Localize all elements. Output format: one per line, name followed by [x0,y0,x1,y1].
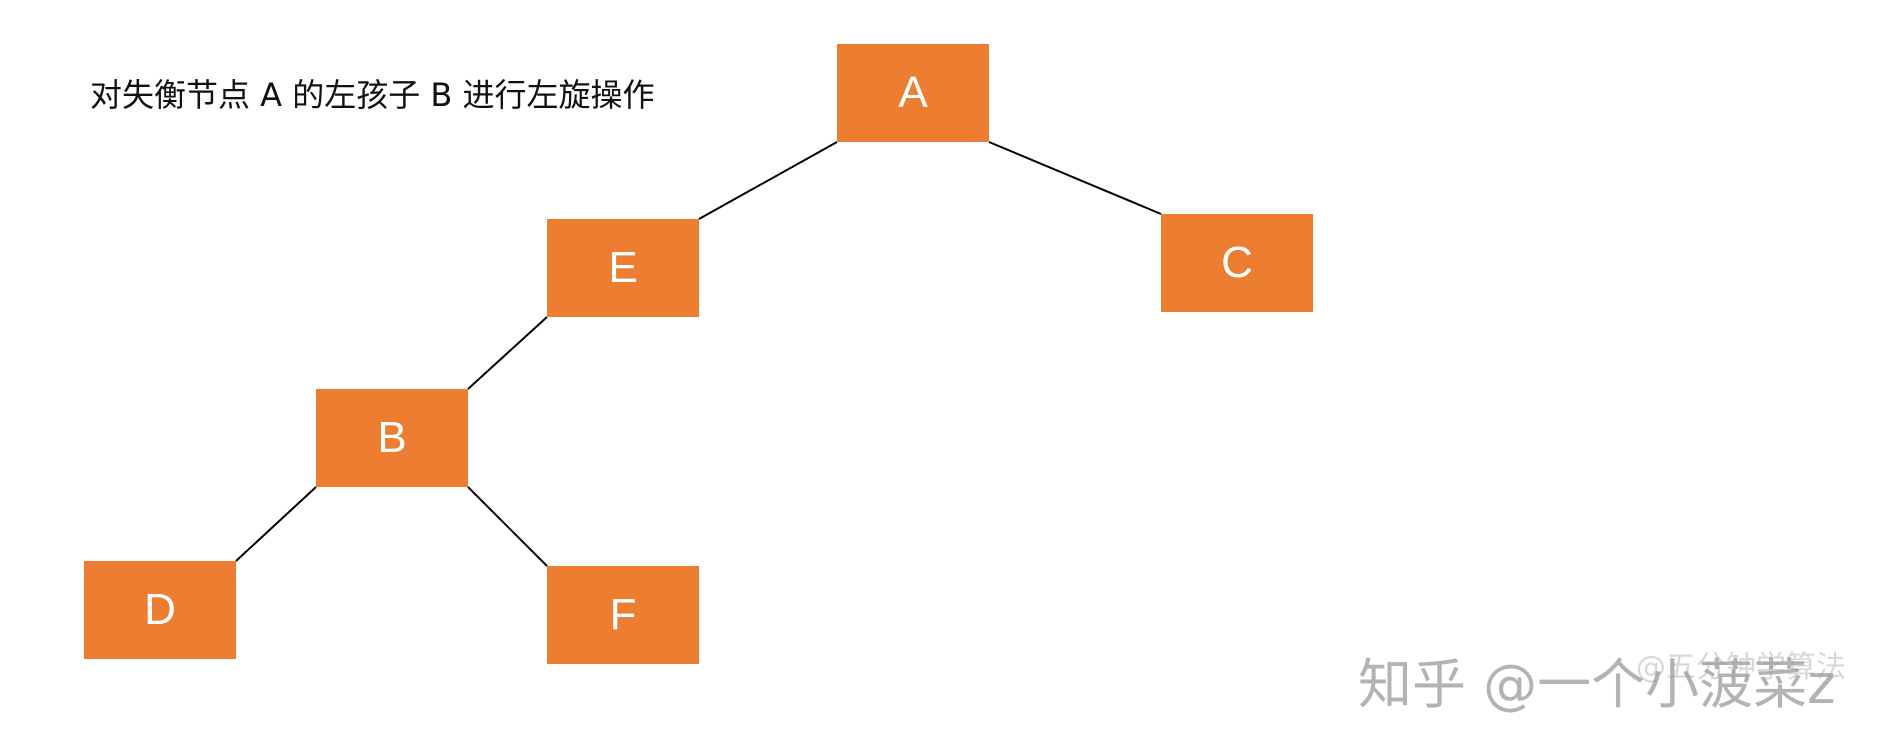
edge-e-b [467,316,548,390]
diagram-caption: 对失衡节点 A 的左孩子 B 进行左旋操作 [90,76,655,114]
node-c-label: C [1221,238,1253,287]
edges-layer [235,141,1162,567]
node-d-label: D [144,585,176,634]
node-a-label: A [898,68,928,117]
node-d: D [84,561,236,659]
node-f-label: F [609,590,637,639]
node-f: F [547,566,699,664]
edge-b-d [235,486,317,562]
node-a: A [837,44,989,142]
node-c: C [1161,214,1313,312]
node-e-label: E [608,243,638,292]
node-e: E [547,219,699,317]
node-b: B [316,389,468,487]
watermark-main: 知乎 @一个小菠菜z [1358,653,1836,716]
edge-a-e [698,141,838,220]
edge-a-c [988,141,1162,215]
watermark-sub: @五分钟学算法 [1636,650,1846,685]
edge-b-f [467,486,548,567]
node-b-label: B [377,413,407,462]
